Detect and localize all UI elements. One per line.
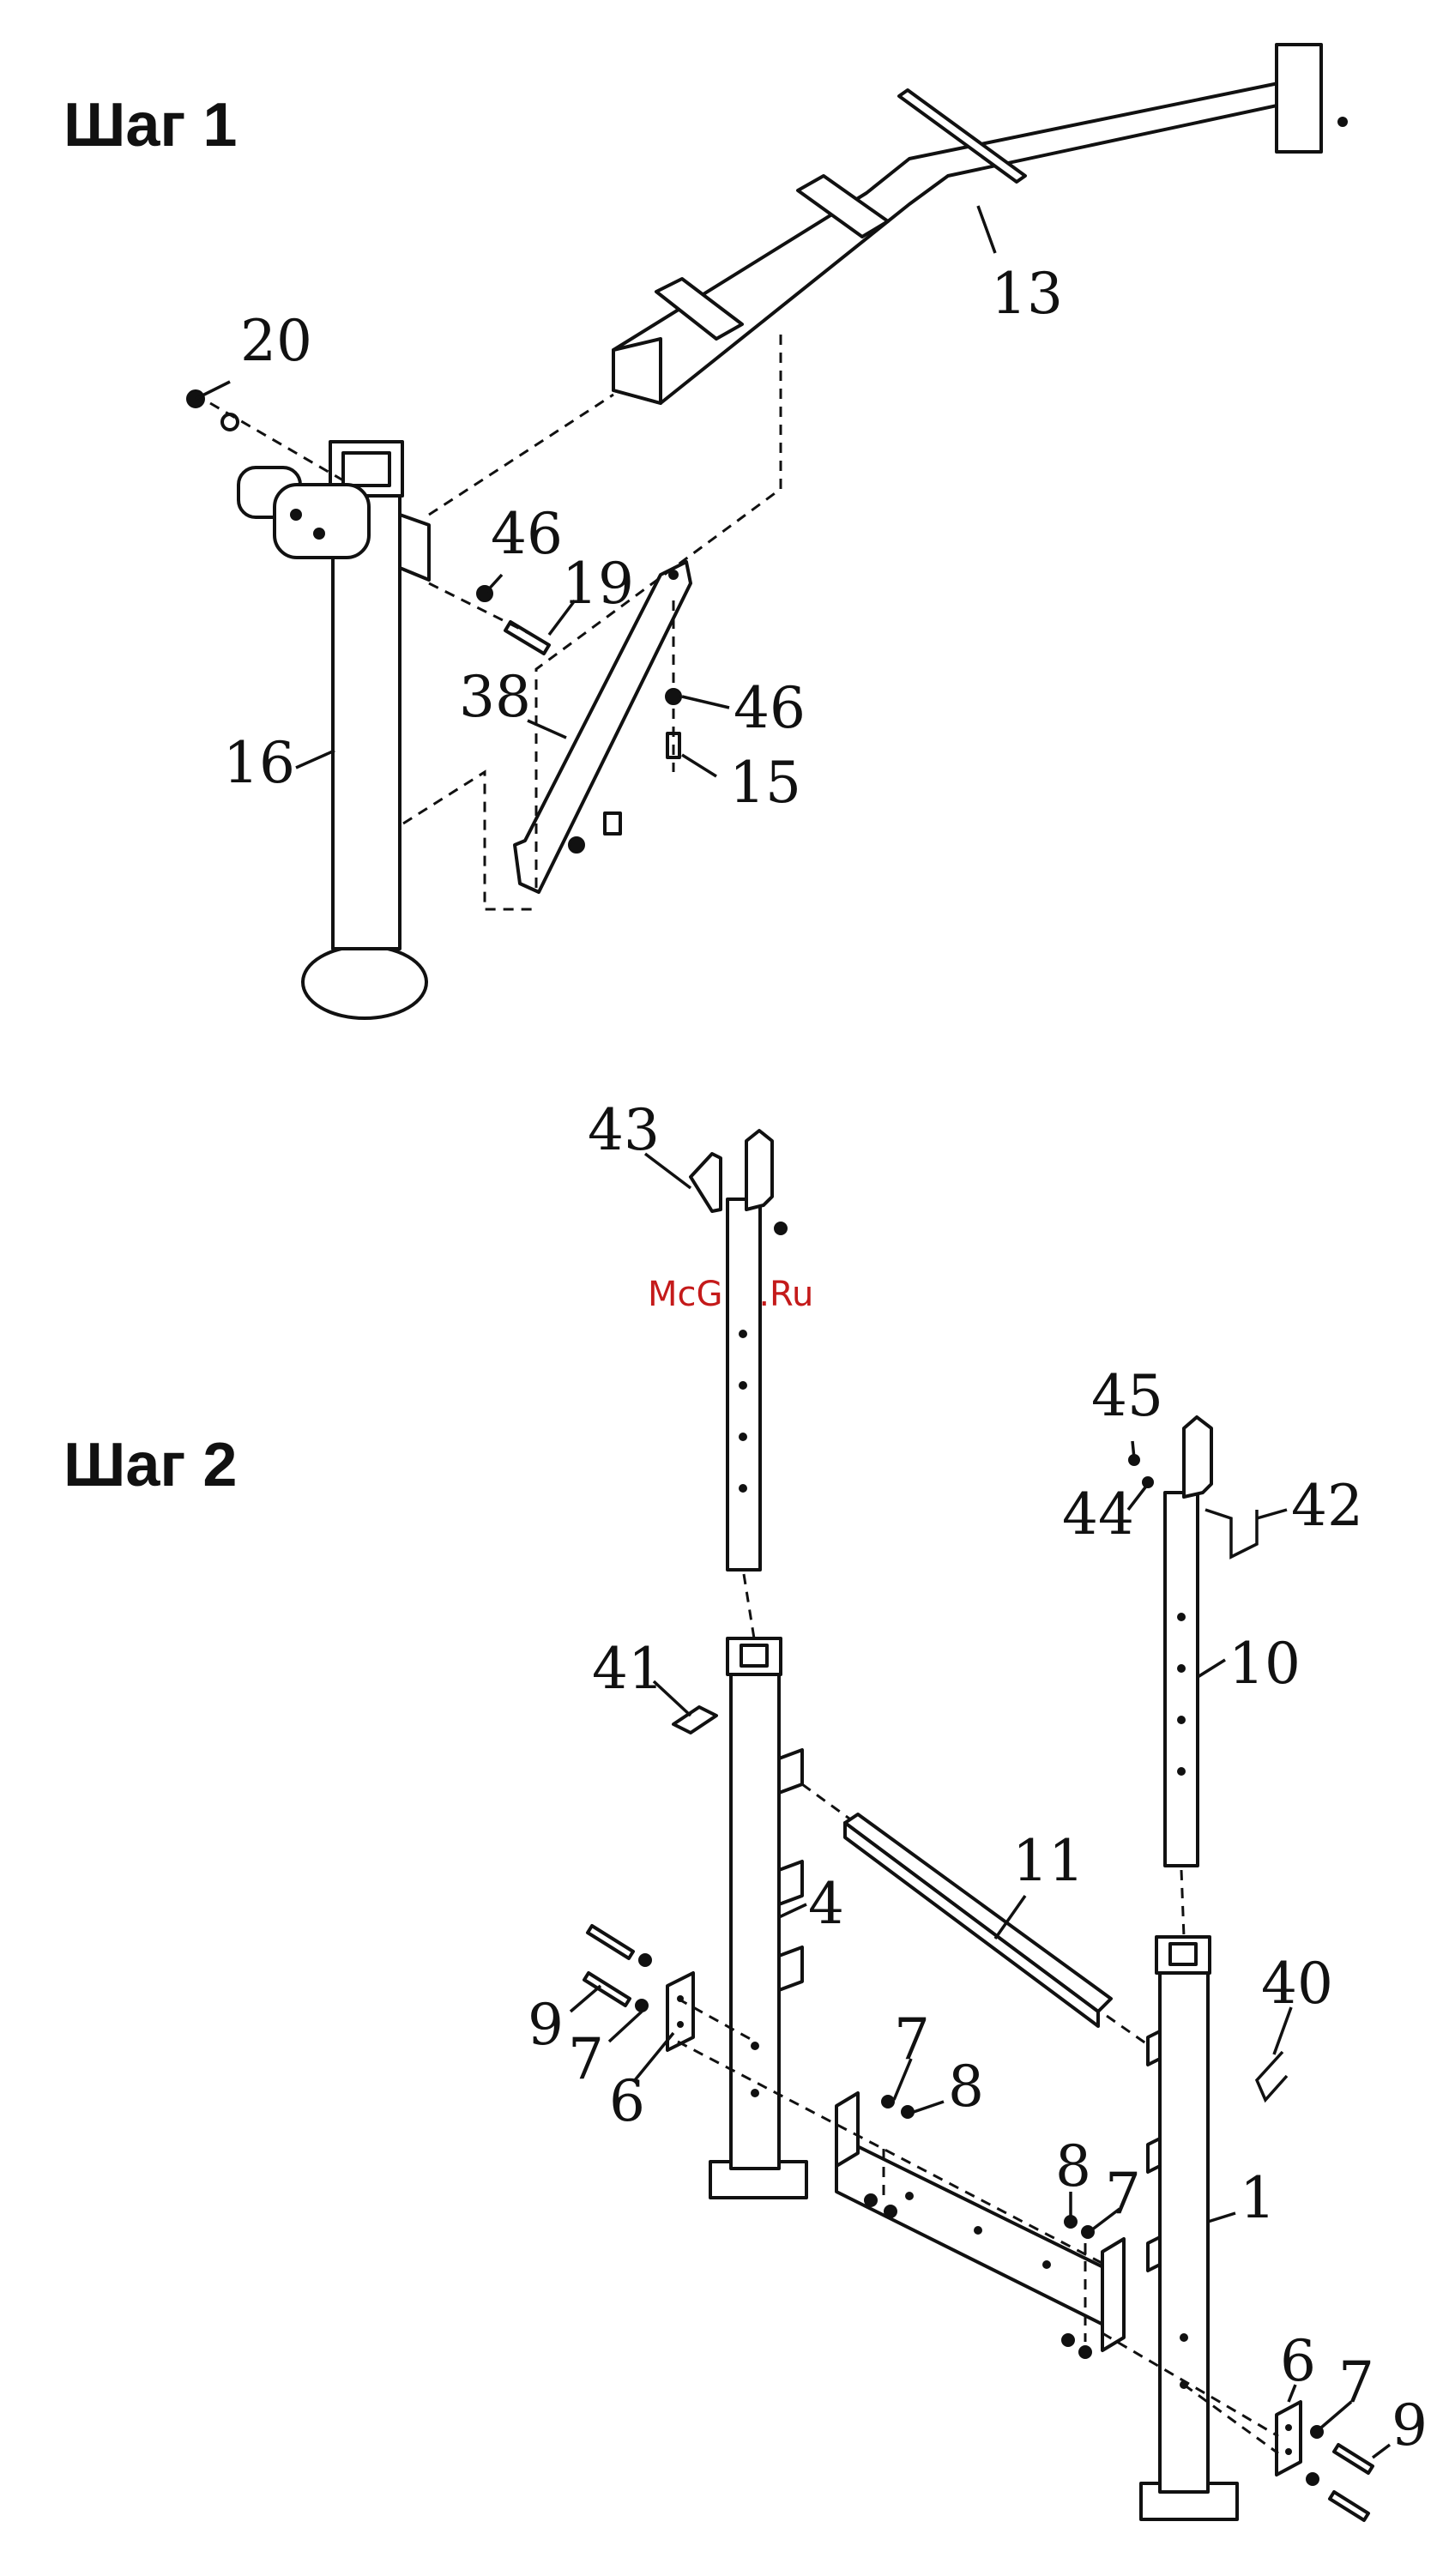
label-7-left: 7 [568,2026,604,2092]
label-45: 45 [1091,1363,1163,1429]
label-46-lower: 46 [734,675,806,741]
label-4: 4 [808,1871,844,1937]
label-19: 19 [562,551,634,617]
label-9-left: 9 [528,1992,564,2058]
label-6-left: 6 [609,2068,645,2134]
label-11: 11 [1012,1828,1084,1894]
part-4-upright-left [673,1638,806,2198]
label-46-upper: 46 [491,501,563,567]
label-7-lower-right: 7 [1338,2350,1374,2416]
label-13: 13 [991,261,1063,327]
step-1-dashed-lines [210,335,781,909]
part-insert-tube-left [691,1131,787,1570]
label-8-center: 8 [948,2054,984,2120]
label-38: 38 [459,664,531,730]
label-20: 20 [240,308,312,374]
label-8-right: 8 [1055,2133,1091,2199]
step-1-heading: Шаг 1 [63,91,237,160]
step-2-heading: Шаг 2 [63,1431,237,1499]
label-7-center: 7 [894,2006,930,2072]
label-7-right: 7 [1105,2161,1141,2227]
label-43: 43 [588,1097,660,1163]
part-13-arm [613,45,1348,403]
label-10: 10 [1229,1631,1301,1697]
label-41: 41 [592,1636,664,1702]
label-15: 15 [729,750,801,816]
label-9-right: 9 [1392,2392,1428,2458]
label-6-right: 6 [1280,2328,1316,2394]
label-44: 44 [1062,1481,1134,1547]
label-1: 1 [1240,2165,1276,2231]
lower-crossbar [836,2093,1124,2350]
label-40: 40 [1261,1951,1333,2017]
label-42: 42 [1291,1473,1363,1539]
label-16: 16 [223,730,295,796]
